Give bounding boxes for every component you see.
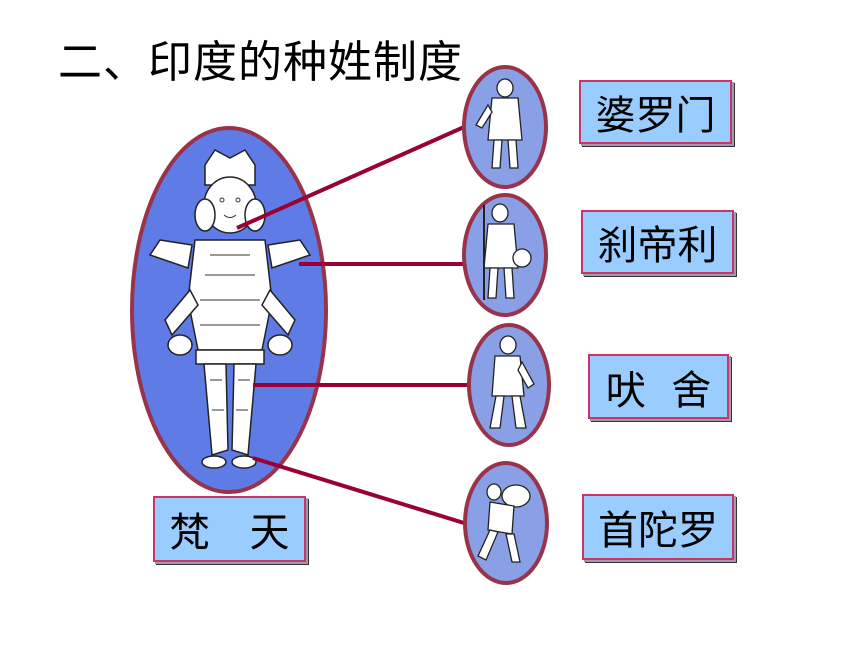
caste-label-brahmin: 婆罗门: [579, 80, 732, 144]
connector-shudra: [252, 456, 465, 525]
brahma-figure: [130, 126, 328, 494]
kshatriya-figure: [462, 193, 548, 317]
deity-label-brahma: 梵 天: [153, 496, 306, 562]
connector-lines: [236, 125, 470, 525]
caste-label-vaishya: 吠 舍: [588, 354, 729, 419]
caste-label-shudra: 首陀罗: [582, 494, 734, 560]
page-title: 二、印度的种姓制度: [58, 37, 463, 88]
shudra-figure: [463, 461, 549, 585]
vaishya-figure: [467, 323, 551, 447]
caste-label-kshatriya: 刹帝利: [581, 210, 734, 274]
brahmin-figure: [462, 65, 548, 189]
connector-brahmin: [236, 125, 465, 230]
